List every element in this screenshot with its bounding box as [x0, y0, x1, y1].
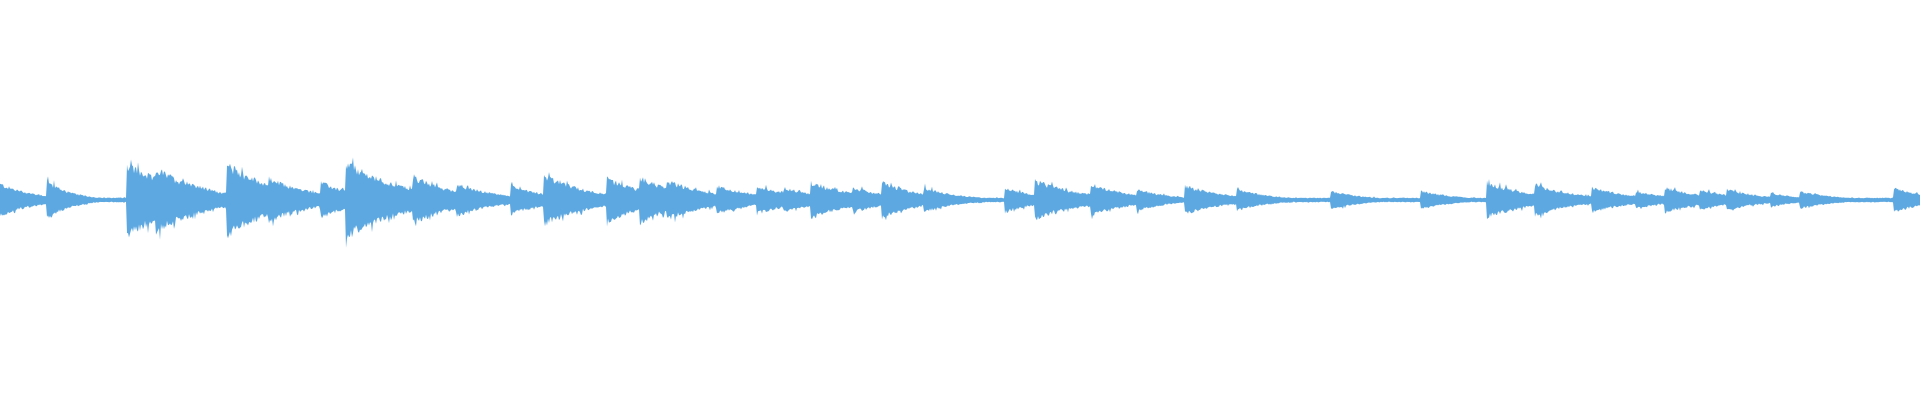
- waveform-envelope: [0, 157, 1920, 248]
